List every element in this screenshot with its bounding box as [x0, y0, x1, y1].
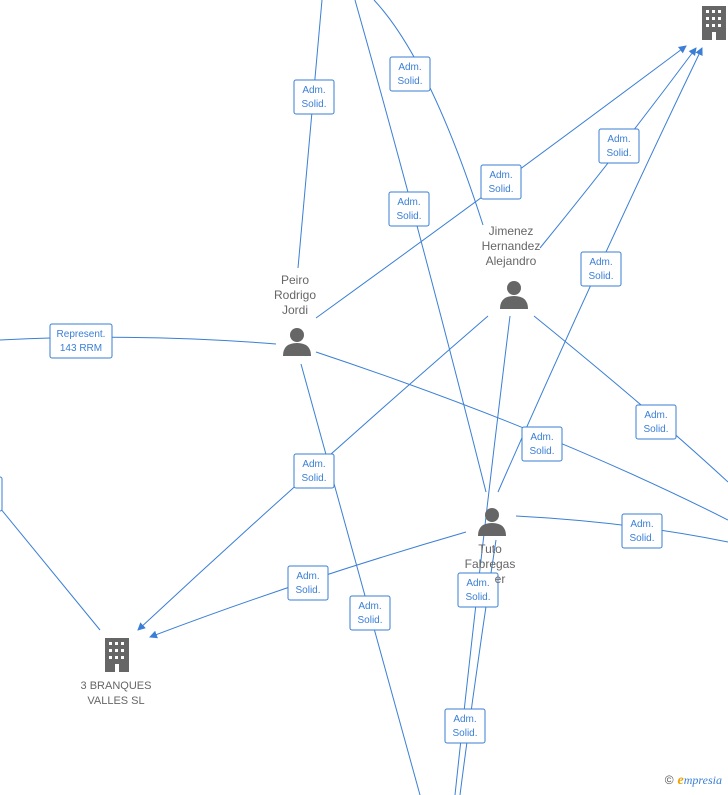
label-line-2: Solid. [397, 76, 422, 87]
label-line-2: Solid. [452, 728, 477, 739]
edge-label-adm-solid[interactable]: Adm. Solid. [598, 128, 640, 164]
node-tuto-fabregas[interactable]: Tuto Fabregas er [465, 508, 516, 586]
edge-label-adm-solid[interactable]: Adm. Solid. [635, 404, 677, 440]
label-line-1: Adm. [302, 85, 325, 96]
label-line-2: Solid. [465, 592, 490, 603]
node-name-line-2: Rodrigo [274, 288, 316, 302]
building-icon [702, 6, 726, 40]
label-line-1: Adm. [630, 519, 653, 530]
label-line-2: Solid. [488, 184, 513, 195]
label-line-1: Adm. [589, 257, 612, 268]
edge-tuto-top [354, 0, 487, 493]
edge-label-adm-solid[interactable]: Adm. Solid. [349, 595, 391, 631]
node-jimenez-hernandez-alejandro[interactable]: Jimenez Hernandez Alejandro [482, 224, 541, 309]
edge-label-adm-solid[interactable]: Adm. Solid. [521, 426, 563, 462]
node-3-branques-valles-sl[interactable]: 3 BRANQUES VALLES SL [81, 638, 152, 707]
label-line-1: Adm. [607, 134, 630, 145]
node-name-line-1: Jimenez [489, 224, 534, 238]
label-line-1: Adm. [397, 197, 420, 208]
node-name-line-1: Tuto [478, 542, 502, 556]
node-company-top-right[interactable] [702, 6, 726, 40]
edge-label-adm-solid[interactable]: Adm. Solid. [293, 453, 335, 489]
edge-label-represent[interactable]: Represent. 143 RRM [49, 323, 113, 359]
building-icon [105, 638, 129, 672]
edge-labels: Adm. Solid. Adm. Solid. Adm. Solid. Adm.… [0, 56, 677, 744]
label-line-1: Adm. [530, 432, 553, 443]
label-line-2: Solid. [295, 585, 320, 596]
label-line-1: Adm. [489, 170, 512, 181]
edge-label-adm-solid[interactable]: Adm. Solid. [389, 56, 431, 92]
person-icon [283, 328, 311, 356]
copyright-symbol: © [664, 773, 674, 787]
node-name-line-1: 3 BRANQUES [81, 680, 152, 692]
label-line-1: Represent. [57, 329, 106, 340]
brand-logo-initial: e [677, 773, 684, 788]
edge-left-branques [0, 507, 101, 631]
node-name-line-3: er [495, 572, 506, 586]
brand-logo-text: mpresia [683, 773, 722, 787]
edge-label-partial [0, 476, 3, 512]
node-name-line-1: Peiro [281, 273, 309, 287]
label-line-1: Adm. [644, 410, 667, 421]
edge-jimenez-top [373, 0, 484, 226]
label-line-1: Adm. [358, 601, 381, 612]
node-name-line-3: Alejandro [486, 254, 537, 268]
label-line-2: Solid. [301, 473, 326, 484]
label-line-2: Solid. [643, 424, 668, 435]
label-line-1: Adm. [302, 459, 325, 470]
edge-jimenez-right [533, 315, 728, 483]
label-line-1: Adm. [296, 571, 319, 582]
node-name-line-2: Fabregas [465, 557, 516, 571]
label-line-1: Adm. [398, 62, 421, 73]
edge-label-adm-solid[interactable]: Adm. Solid. [621, 513, 663, 549]
label-line-2: Solid. [396, 211, 421, 222]
node-name-line-2: Hernandez [482, 239, 541, 253]
label-line-2: Solid. [629, 533, 654, 544]
label-line-2: Solid. [357, 615, 382, 626]
label-line-2: Solid. [588, 271, 613, 282]
label-line-1: Adm. [466, 578, 489, 589]
person-icon [500, 281, 528, 309]
edge-label-adm-solid[interactable]: Adm. Solid. [444, 708, 486, 744]
node-name-line-2: VALLES SL [87, 695, 144, 707]
label-line-2: Solid. [606, 148, 631, 159]
person-icon [478, 508, 506, 536]
edge-label-adm-solid[interactable]: Adm. Solid. [287, 565, 329, 601]
node-name-line-3: Jordi [282, 303, 308, 317]
edge-peiro-bottom [300, 363, 421, 795]
edge-label-adm-solid[interactable]: Adm. Solid. [293, 79, 335, 115]
edge-label-adm-solid[interactable]: Adm. Solid. [480, 164, 522, 200]
node-peiro-rodrigo-jordi[interactable]: Peiro Rodrigo Jordi [274, 273, 316, 356]
edge-label-adm-solid[interactable]: Adm. Solid. [457, 572, 499, 608]
label-line-2: Solid. [301, 99, 326, 110]
label-line-2: 143 RRM [60, 343, 102, 354]
edge-label-adm-solid[interactable]: Adm. Solid. [388, 191, 430, 227]
edge-represent-left [0, 336, 277, 345]
edge-peiro-top [297, 0, 323, 269]
brand-footer: ©empresia [665, 773, 722, 789]
edge-label-adm-solid[interactable]: Adm. Solid. [580, 251, 622, 287]
label-line-2: Solid. [529, 446, 554, 457]
label-line-1: Adm. [453, 714, 476, 725]
